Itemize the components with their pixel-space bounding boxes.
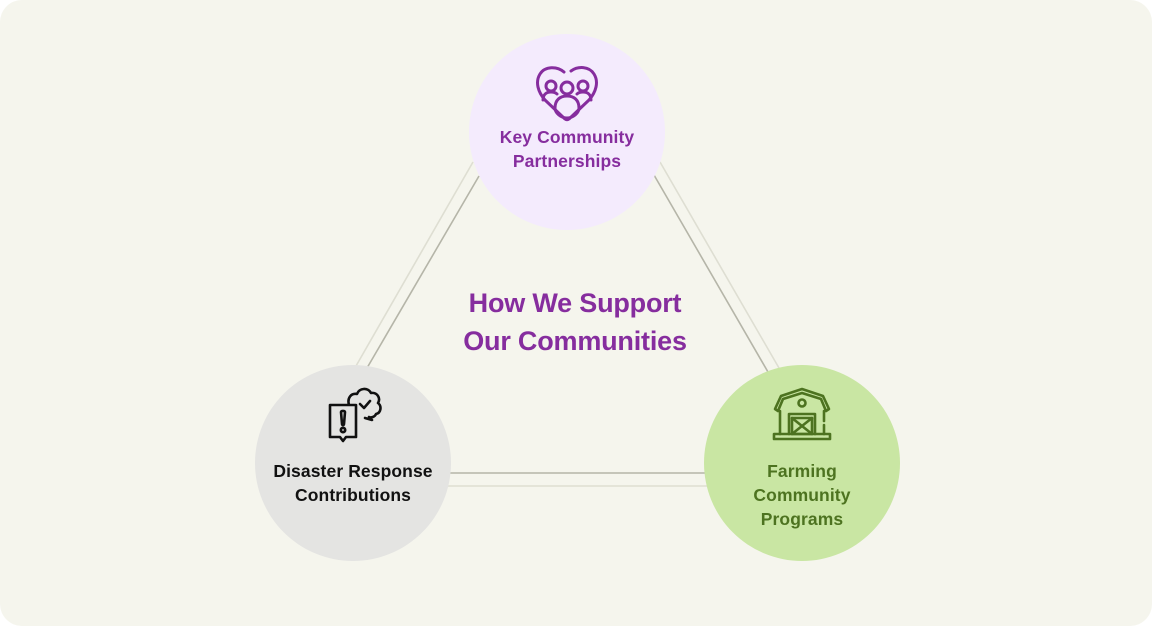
- barn-icon: [772, 387, 832, 441]
- node-label: Disaster Response Contributions: [273, 459, 432, 507]
- diagram-title-line2: Our Communities: [463, 326, 687, 356]
- node-label: Key Community Partnerships: [500, 125, 635, 173]
- diagram-title-line1: How We Support: [468, 288, 682, 318]
- node-label-line: Contributions: [295, 485, 411, 505]
- connector-left-outer: [355, 161, 474, 367]
- node-label-line: Disaster Response: [273, 461, 433, 481]
- connector-right-inner: [653, 174, 769, 373]
- diagram-title: How We Support Our Communities: [420, 284, 730, 360]
- node-disaster-response-contributions: Disaster Response Contributions: [255, 365, 451, 561]
- connector-left-inner: [366, 175, 480, 369]
- node-key-community-partnerships: Key Community Partnerships: [469, 34, 665, 230]
- heart-community-icon: [536, 66, 598, 122]
- node-farming-community-programs: Farming Community Programs: [704, 365, 900, 561]
- node-label: Farming Community Programs: [753, 459, 850, 531]
- node-label-line: Farming: [767, 461, 837, 481]
- node-label-line: Community: [753, 485, 851, 505]
- node-label-line: Programs: [760, 509, 844, 529]
- connector-right-outer: [659, 161, 780, 369]
- node-label-line: Key Community: [499, 127, 635, 147]
- alert-cloud-check-icon: [328, 387, 382, 443]
- node-label-line: Partnerships: [512, 151, 622, 171]
